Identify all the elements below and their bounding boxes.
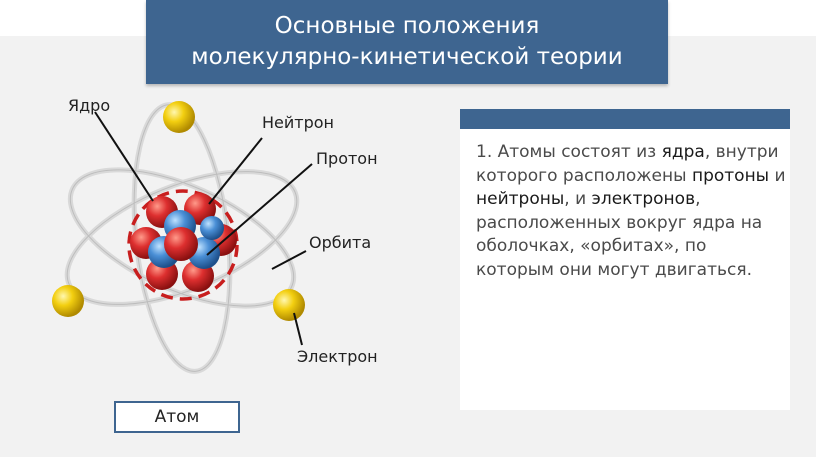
panel-accent-bar xyxy=(460,109,790,129)
title-line-1: Основные положения xyxy=(274,13,540,39)
keyword-nucleus: ядра xyxy=(661,142,705,162)
electron xyxy=(273,289,305,321)
text-part: , и xyxy=(564,189,592,209)
label-nucleus: Ядро xyxy=(68,96,111,115)
text-part: и xyxy=(769,165,786,186)
label-proton: Протон xyxy=(316,149,378,168)
caption-atom: Атом xyxy=(114,401,240,433)
slide-title: Основные положения молекулярно-кинетичес… xyxy=(146,0,668,84)
theory-paragraph: 1. Атомы состоят из ядра, внутри которог… xyxy=(476,141,788,282)
title-line-2: молекулярно-кинетической теории xyxy=(191,44,623,70)
proton xyxy=(164,227,198,261)
label-electron: Электрон xyxy=(297,347,378,366)
keyword-protons: протоны xyxy=(691,165,770,186)
caption-text: Атом xyxy=(154,407,200,427)
atom-diagram xyxy=(52,101,313,374)
pointer-lines xyxy=(94,111,313,346)
text-panel: 1. Атомы состоят из ядра, внутри которог… xyxy=(460,109,790,410)
keyword-neutrons: нейтроны xyxy=(476,189,565,209)
nucleus xyxy=(130,193,237,292)
electron xyxy=(163,101,195,133)
keyword-electrons: электронов xyxy=(591,189,696,209)
neutron xyxy=(200,216,224,240)
text-part: , внутри которого расположены xyxy=(476,142,779,186)
text-part: 1. Атомы состоят из xyxy=(476,142,662,162)
label-orbit: Орбита xyxy=(309,233,372,252)
nucleus-dashed-outline xyxy=(127,189,239,301)
text-part: , расположенных вокруг ядра на оболочках… xyxy=(476,189,763,280)
electron xyxy=(52,285,84,317)
label-neutron: Нейтрон xyxy=(262,113,334,132)
electrons xyxy=(52,101,305,321)
